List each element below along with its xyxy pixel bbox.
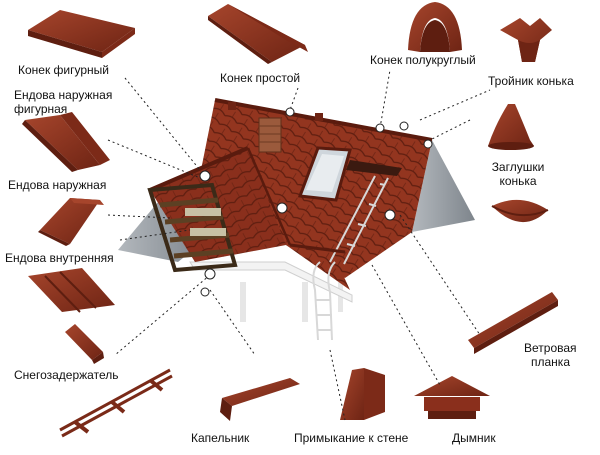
house-roof — [118, 98, 475, 341]
marker-circle — [199, 170, 211, 182]
label-drip-edge: Капельник — [191, 431, 250, 445]
label-ridge-caps-line2: конька — [499, 174, 537, 188]
label-ridge-half-round: Конек полукруглый — [370, 53, 476, 67]
snow-guard-frame — [147, 182, 238, 273]
marker-circle — [384, 209, 396, 221]
chimney-cap-product — [414, 376, 490, 419]
leader-lines — [107, 69, 491, 421]
label-ridge-caps-line1: Заглушки — [491, 160, 545, 174]
label-valley-inner: Ендова внутренняя — [5, 251, 114, 265]
ridge-cap-cone-product — [488, 104, 534, 150]
ridge-half-round-product — [408, 2, 462, 52]
snow-guard-small-product — [65, 324, 104, 364]
valley-inner-product — [28, 268, 115, 313]
drip-edge-product — [220, 378, 300, 421]
snow-guard-bar — [289, 243, 346, 254]
label-ridge-simple: Конек простой — [220, 71, 301, 85]
valley-outer-product — [38, 198, 104, 246]
label-ridge-figured: Конек фигурный — [18, 63, 109, 77]
label-wind-bar-line1: Ветровая — [524, 341, 577, 355]
ridge-vent — [315, 113, 323, 121]
marker-circle — [204, 268, 216, 280]
roof-ladder — [329, 175, 389, 265]
ridge-line — [214, 98, 433, 142]
marker-circle — [375, 123, 385, 133]
marker-circle — [276, 202, 288, 214]
valley-outer-figured-product — [22, 112, 110, 172]
chimney — [258, 117, 282, 153]
label-valley-outer-figured-line1: Ендова наружная — [14, 88, 113, 102]
ridge-tee-product — [500, 18, 552, 62]
snow-guard-tube-product — [59, 368, 173, 438]
ridge-cap-semicircle-product — [491, 199, 549, 223]
ridge-line — [149, 146, 249, 192]
wall-abutment-product — [340, 368, 385, 420]
wall-ladder — [312, 261, 336, 341]
right-gable — [412, 140, 475, 232]
label-snow-guard: Снегозадержатель — [14, 368, 119, 382]
roof-plane-front-right — [248, 148, 350, 290]
support-post — [302, 282, 308, 322]
label-valley-outer: Ендова наружная — [8, 178, 107, 192]
marker-circle — [285, 107, 295, 117]
support-post — [240, 282, 246, 322]
wind-bar-product — [468, 292, 558, 354]
marker-circle — [200, 287, 210, 297]
label-ridge-tee: Тройник конька — [488, 74, 574, 88]
label-wind-bar-line2: планка — [531, 355, 570, 369]
label-wall-abutment: Примыкание к стене — [294, 431, 409, 445]
label-valley-outer-figured-line2: фигурная — [14, 102, 68, 116]
markers — [199, 107, 433, 297]
marker-circle — [399, 121, 409, 131]
ridge-vent — [228, 102, 236, 110]
ridge-simple-product — [208, 4, 308, 64]
marker-circle — [423, 139, 433, 149]
ridge-figured-product — [28, 10, 135, 58]
valley-line — [246, 147, 292, 246]
label-chimney-cap: Дымник — [452, 431, 496, 445]
roof-walkway — [346, 160, 402, 176]
